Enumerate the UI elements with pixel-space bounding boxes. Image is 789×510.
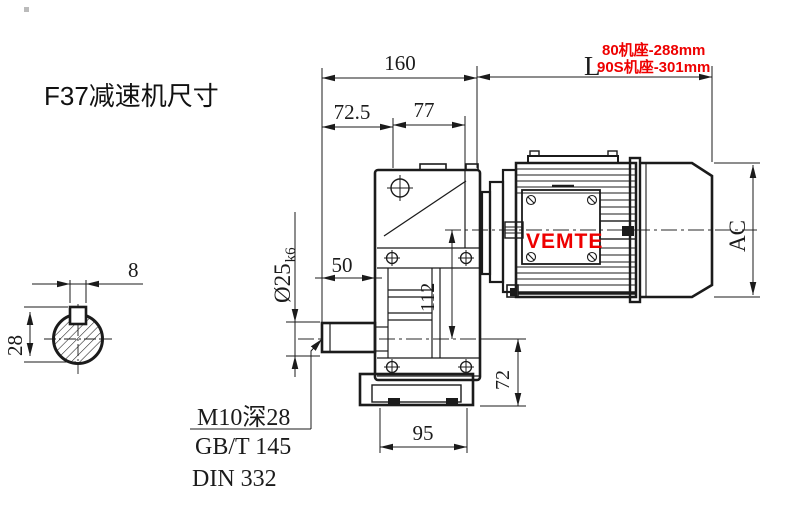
breather-plug (387, 175, 413, 201)
dim-base-width-label: 95 (413, 421, 434, 445)
dim-front-section-label: 72.5 (334, 100, 371, 124)
housing-split-line (383, 180, 467, 237)
motor-frame-note-80: 80机座-288mm (602, 41, 705, 59)
note-standard-din: DIN 332 (192, 466, 277, 492)
nameplate-screw-icon (586, 194, 598, 206)
dim-shaft-length-label: 50 (332, 253, 353, 277)
motor (506, 150, 638, 299)
scan-artifact (24, 7, 29, 12)
gearbox-base (358, 372, 475, 407)
note-standard-gb: GB/T 145 (195, 434, 291, 460)
gearbox-body-outline (373, 168, 482, 382)
output-shaft (320, 321, 377, 354)
dimension-motor-height (714, 162, 760, 298)
upper-flange-band (377, 247, 481, 269)
nameplate-screw-icon (525, 251, 537, 263)
dimension-base-width (379, 408, 468, 453)
bolt-icon (458, 359, 474, 375)
page-title: F37减速机尺寸 (44, 81, 219, 111)
dimension-shaft (286, 212, 382, 377)
bolt-icon (384, 359, 400, 375)
tap-hole-leader (190, 338, 323, 430)
dim-total-length-label: 160 (384, 51, 416, 75)
motor-top-strip (527, 155, 619, 163)
shaft-section-view: 8 28 (3, 258, 143, 374)
nameplate-screw-icon (586, 251, 598, 263)
note-tap-hole: M10深28 (197, 404, 290, 431)
dim-shaft-tolerance-label: k6 (283, 247, 299, 263)
dim-key-width (32, 280, 143, 303)
brand-label: VEMTE (526, 230, 603, 253)
bolt-icon (384, 250, 400, 266)
motor-center-connector (599, 220, 637, 240)
lower-flange-band (377, 357, 481, 377)
dim-axis-distance-label: 112 (417, 283, 439, 312)
dim-shaft-diameter-label: Ø25k6 (270, 247, 299, 303)
dim-motor-length-symbol: L (584, 51, 601, 81)
dim-motor-height-label: AC (725, 220, 750, 252)
gearbox-housing (358, 163, 482, 407)
dim-section-height-label: 28 (3, 335, 27, 356)
fan-cover (628, 156, 714, 304)
dimension-base-height (480, 338, 526, 407)
dim-section-height (24, 306, 76, 363)
input-shaft-nut (504, 221, 524, 239)
motor-fins (516, 168, 636, 286)
dim-key-width-label: 8 (128, 258, 139, 282)
nameplate-screw-icon (525, 194, 537, 206)
motor-frame-note-90s: 90S机座-301mm (597, 58, 710, 76)
motor-foot (506, 284, 519, 298)
bolt-icon (458, 250, 474, 266)
keyway (68, 305, 88, 326)
dimension-lines-top (321, 66, 713, 322)
dim-base-height-label: 72 (492, 370, 514, 390)
dim-mid-section-label: 77 (414, 98, 435, 122)
